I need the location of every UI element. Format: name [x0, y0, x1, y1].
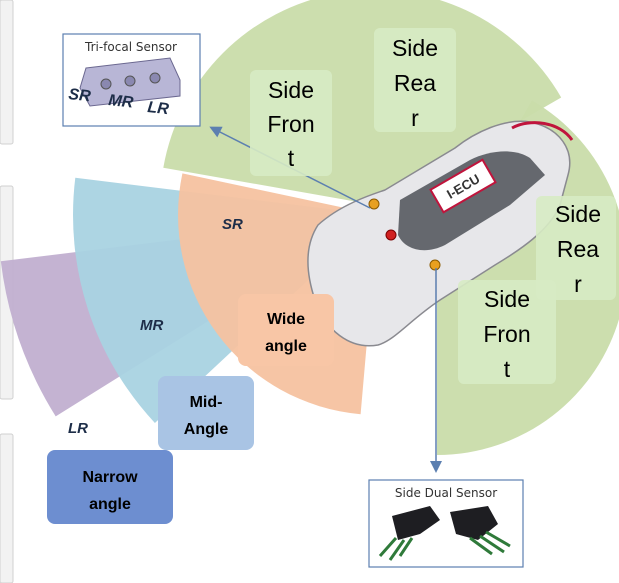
wide-angle-box: Wide angle [238, 294, 334, 366]
car-tail-light [511, 121, 574, 141]
side-front-left-line-1: Side [268, 77, 314, 103]
side-rear-right-line-1: Side [555, 201, 601, 227]
zone-label-mr: MR [140, 317, 163, 334]
car-windshield [398, 151, 545, 251]
side-rear-left-line-1: Side [392, 35, 438, 61]
side-front-left-line-3: t [288, 145, 295, 171]
side-panel-bottom [0, 433, 14, 583]
side-front-left-line-2: Fron [267, 111, 314, 137]
side-panel-top [0, 0, 14, 145]
zone-label-sr: SR [222, 216, 243, 233]
vehicle [307, 120, 574, 347]
wide-angle-line-1: Wide [267, 311, 305, 328]
side-rear-right-box: Side Rea r [536, 196, 616, 300]
side-rear-left-line-3: r [411, 105, 419, 131]
side-dual-title: Side Dual Sensor [395, 486, 497, 500]
ecu-badge: I-ECU [429, 158, 497, 214]
narrow-angle-line-2: angle [89, 496, 131, 513]
mid-angle-box: Mid- Angle [158, 376, 254, 450]
trifocal-sensor-inset: Tri-focal Sensor SR MR LR [62, 33, 201, 127]
narrow-angle-line-1: Narrow [82, 469, 138, 486]
narrow-angle-box: Narrow angle [47, 450, 173, 524]
sensor-dot-center [385, 229, 397, 241]
sensor-dot-left [368, 198, 380, 210]
side-front-right-box: Side Fron t [458, 280, 556, 384]
wide-angle-line-2: angle [265, 338, 307, 355]
side-front-right-line-2: Fron [483, 321, 530, 347]
side-dual-sensor-inset: Side Dual Sensor [368, 479, 524, 568]
side-front-left-box: Side Fron t [250, 70, 332, 176]
side-rear-right-line-3: r [574, 271, 582, 297]
trifocal-label-mr: MR [108, 92, 135, 112]
side-front-right-line-1: Side [484, 286, 530, 312]
side-rear-left-line-2: Rea [394, 70, 436, 96]
zone-label-lr: LR [68, 420, 88, 437]
side-rear-left-box: Side Rea r [374, 28, 456, 132]
side-rear-right-line-2: Rea [557, 236, 599, 262]
side-dual-sensor-icon [378, 506, 511, 561]
sensor-dot-right [429, 259, 441, 271]
trifocal-label-sr: SR [68, 86, 92, 105]
trifocal-title: Tri-focal Sensor [84, 40, 177, 54]
mid-angle-line-1: Mid- [190, 394, 223, 411]
trifocal-label-lr: LR [147, 99, 170, 118]
side-front-right-line-3: t [504, 356, 511, 382]
mid-angle-line-2: Angle [184, 421, 229, 438]
